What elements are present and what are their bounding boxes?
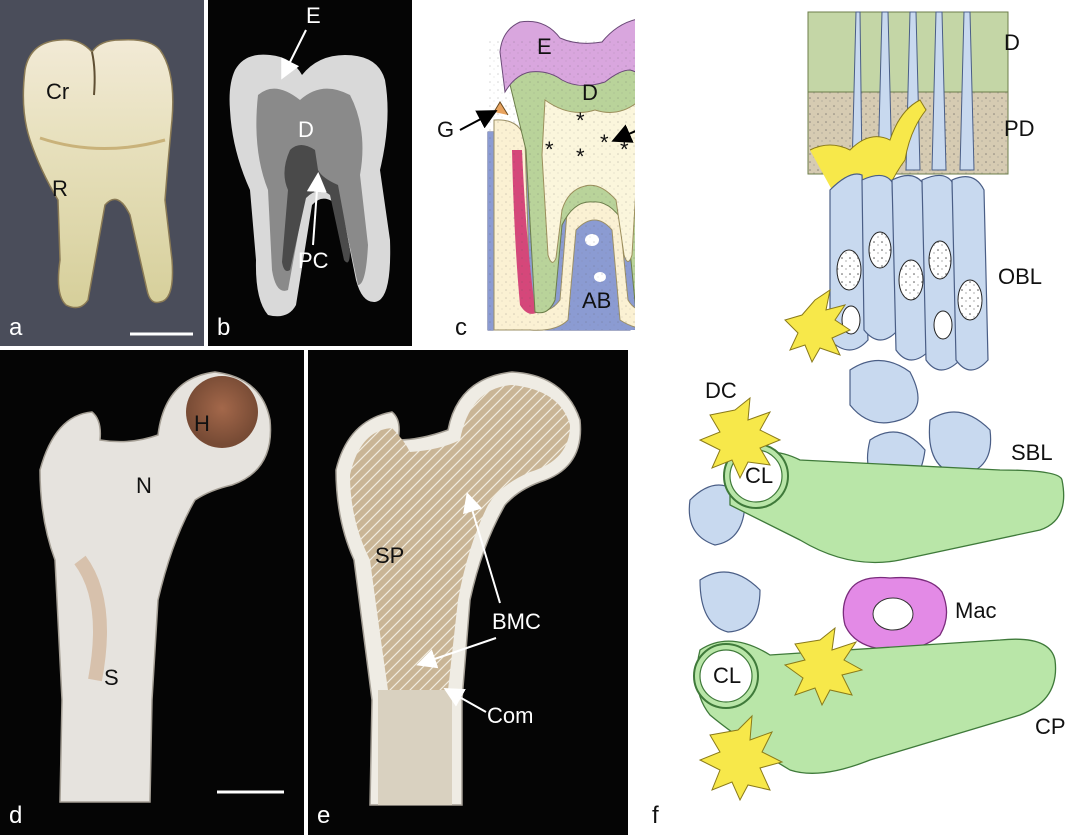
arrow-enamel <box>281 29 307 80</box>
label-dentin: D <box>298 117 314 142</box>
label-root: R <box>52 176 68 201</box>
capillary-upper <box>729 451 1065 564</box>
label-compact: Com <box>487 703 533 728</box>
label-f-dendritic-cell: DC <box>705 378 737 403</box>
panel-letter-f: f <box>652 802 659 829</box>
label-neck: N <box>136 473 152 498</box>
label-f-dentin: D <box>1004 30 1020 55</box>
label-spongy: SP <box>375 543 404 568</box>
subodontoblastic-network <box>688 359 992 633</box>
capillary-lower <box>696 638 1057 774</box>
panel-e: SP BMC Com e <box>308 350 628 835</box>
asterisk: * <box>545 137 554 162</box>
arrow-pulp-chamber <box>306 172 327 246</box>
panel-letter-b: b <box>217 314 230 341</box>
dendritic-cell-upper <box>784 288 852 364</box>
macrophage-nucleus <box>872 597 914 631</box>
label-shaft: S <box>104 665 119 690</box>
label-f-subodontoblastic-layer: SBL <box>1011 440 1053 465</box>
arrow-bmc-lower <box>416 637 497 669</box>
label-head: H <box>194 411 210 436</box>
spongy-bone <box>350 385 570 690</box>
label-c-alveolar-bone: AB <box>582 288 611 313</box>
pulp-asterisks: * * * * * <box>545 108 629 169</box>
label-f-capillary-lumen-1: CL <box>745 463 773 488</box>
asterisk: * <box>576 144 585 169</box>
panel-letter-a: a <box>9 314 23 341</box>
label-crown: Cr <box>46 79 69 104</box>
tooth-xray-pulp <box>282 145 350 271</box>
arrow-bmc-upper <box>463 492 501 604</box>
label-f-odontoblast-layer: OBL <box>998 264 1042 289</box>
panel-d: H N S d <box>0 350 304 835</box>
panel-c: E D DP G P Ce AB * * * * * c <box>420 0 728 346</box>
panel-b: E D PC b <box>208 0 412 346</box>
label-f-capillary-pericyte: CP <box>1035 714 1066 739</box>
arrow-gingiva <box>459 110 498 131</box>
odontoblast-processes <box>851 11 975 171</box>
femur-photo <box>39 371 272 803</box>
dendritic-cell-dc <box>698 396 782 480</box>
label-c-enamel: E <box>537 34 552 59</box>
panel-letter-d: d <box>9 802 22 829</box>
dendritic-cell-mid <box>783 626 864 707</box>
label-c-gingiva: G <box>437 117 454 142</box>
femoral-head-cartilage <box>186 376 258 448</box>
capillary-lumen-lower-inner <box>699 649 753 703</box>
panel-f: D PD OBL DC CL SBL Mac CL CP f <box>635 0 1080 835</box>
dendritic-cell-lower <box>698 714 784 802</box>
asterisk: * <box>600 130 609 155</box>
asterisk: * <box>576 108 585 133</box>
nuclei-chromatin <box>837 232 982 320</box>
cementoenamel-junction <box>39 136 166 150</box>
label-c-dentin: D <box>582 80 598 105</box>
panel-letter-e: e <box>317 802 330 829</box>
label-enamel: E <box>306 3 321 28</box>
bone-stain <box>74 555 107 682</box>
crown-fissure <box>91 51 96 96</box>
tooth-photo <box>22 38 174 309</box>
panel-a: Cr R a <box>0 0 204 346</box>
label-f-capillary-lumen-2: CL <box>713 663 741 688</box>
label-f-predentin: PD <box>1004 116 1035 141</box>
arrow-compact <box>443 688 487 713</box>
asterisk: * <box>620 137 629 162</box>
panel-letter-c: c <box>455 314 467 341</box>
medullary-canal <box>378 690 452 805</box>
label-f-macrophage: Mac <box>955 598 997 623</box>
label-bone-marrow-cavity: BMC <box>492 609 541 634</box>
label-pulp-chamber: PC <box>298 248 329 273</box>
